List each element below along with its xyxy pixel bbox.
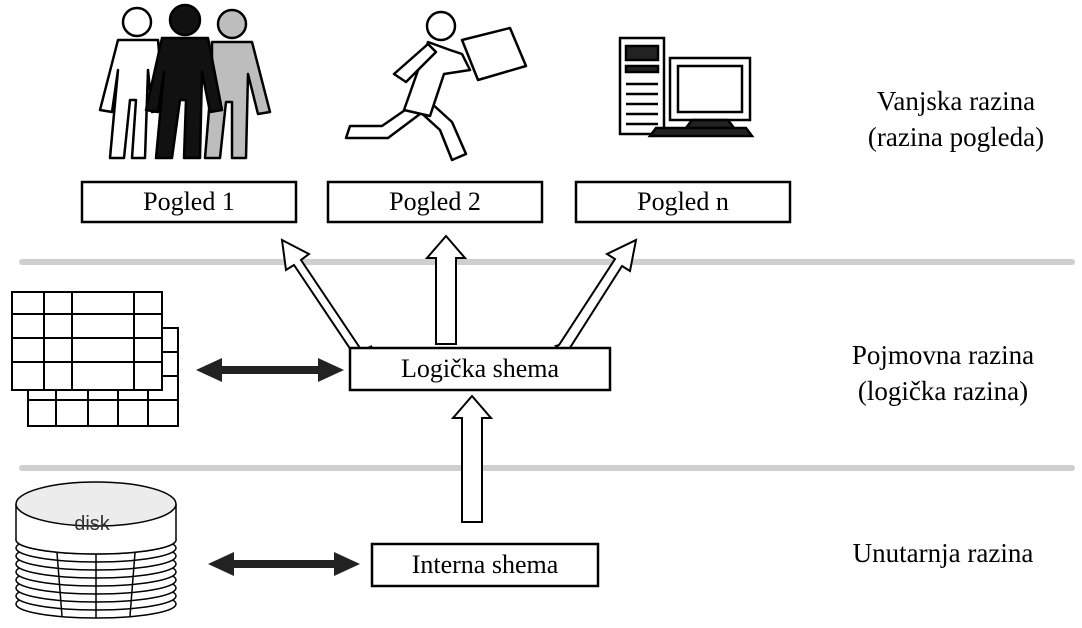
disk-stack-icon: disk xyxy=(15,481,177,619)
external-level-label: Vanjska razina xyxy=(877,86,1035,116)
external-level-sublabel: (razina pogleda) xyxy=(868,122,1044,152)
internal-level-label: Unutarnja razina xyxy=(853,538,1034,568)
disk-label: disk xyxy=(74,513,111,535)
internal-schema-box: Interna shema xyxy=(370,542,600,588)
arrow-to-view-2 xyxy=(424,234,468,345)
double-arrow-disk-internal xyxy=(208,552,360,576)
view-label: Pogled 1 xyxy=(143,187,235,216)
arrow-internal-to-logical xyxy=(450,394,494,523)
logical-schema-label: Logička shema xyxy=(401,354,560,383)
view-box-n: Pogled n xyxy=(574,180,792,224)
people-group-icon xyxy=(98,3,272,160)
tables-icon xyxy=(11,291,179,427)
conceptual-level-sublabel: (logička razina) xyxy=(858,376,1028,406)
logical-schema-box: Logička shema xyxy=(348,346,612,392)
view-label: Pogled n xyxy=(637,187,729,216)
internal-schema-label: Interna shema xyxy=(412,550,559,579)
view-label: Pogled 2 xyxy=(389,187,481,216)
view-box-1: Pogled 1 xyxy=(80,180,298,224)
view-box-2: Pogled 2 xyxy=(326,180,544,224)
arrow-to-view-n xyxy=(553,238,638,356)
running-person-icon xyxy=(344,10,528,162)
conceptual-level-label: Pojmovna razina xyxy=(852,340,1034,370)
arrow-to-view-1 xyxy=(280,238,373,358)
double-arrow-tables-logical xyxy=(196,358,344,382)
computer-icon xyxy=(618,36,755,138)
